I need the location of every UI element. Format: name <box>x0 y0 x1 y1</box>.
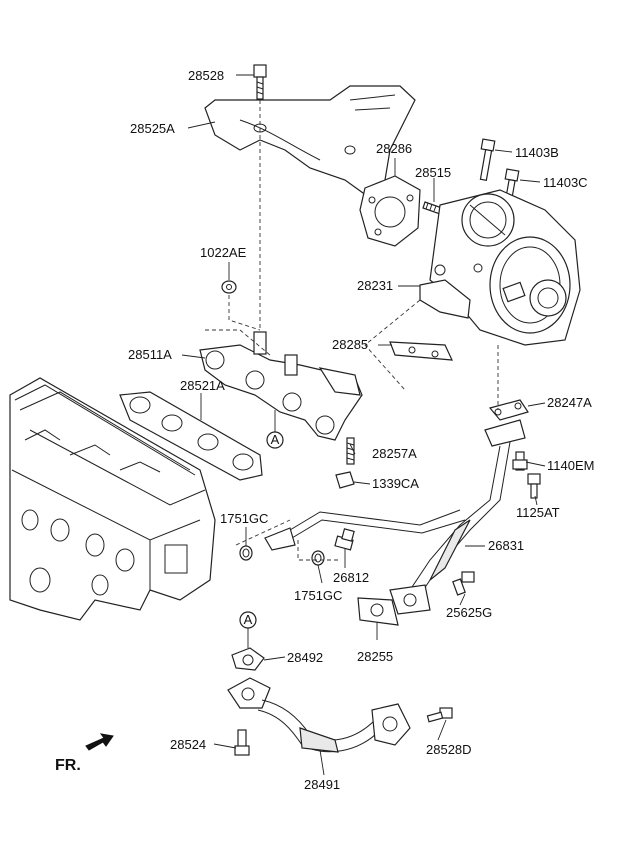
label-1339CA: 1339CA <box>372 476 419 491</box>
turbocharger-28231 <box>419 189 581 346</box>
label-28255: 28255 <box>357 649 393 664</box>
leader-lines <box>181 74 546 776</box>
engine-block <box>9 377 216 621</box>
egr-pipe-28491 <box>227 677 411 753</box>
label-28515: 28515 <box>415 165 451 180</box>
nut-1022AE <box>221 280 237 294</box>
bolt-26812 <box>334 528 355 551</box>
label-11403C: 11403C <box>543 175 588 190</box>
label-28257A: 28257A <box>372 446 417 461</box>
stud-28257A <box>346 437 355 465</box>
ref-callout-a-lower: A <box>239 611 257 629</box>
label-1125AT: 1125AT <box>516 505 560 520</box>
washer-1751GC-b <box>311 550 325 566</box>
assembly-lines <box>205 100 499 561</box>
front-orientation-marker: FR. <box>55 733 114 774</box>
ref-callout-a-lower-text: A <box>244 612 253 627</box>
ref-callout-a-upper: A <box>266 431 284 449</box>
label-28247A: 28247A <box>547 395 592 410</box>
bolt-25625G <box>452 571 475 596</box>
label-1751GC-b: 1751GC <box>294 588 342 603</box>
exhaust-manifold-28511A <box>199 331 363 441</box>
label-28231: 28231 <box>357 278 393 293</box>
label-11403B: 11403B <box>515 145 559 160</box>
bolt-11403B <box>479 138 496 181</box>
gasket-28255 <box>357 584 431 626</box>
front-arrow-icon <box>85 733 114 751</box>
label-26831: 26831 <box>488 538 524 553</box>
label-28525A: 28525A <box>130 121 175 136</box>
label-28491: 28491 <box>304 777 340 792</box>
label-28286: 28286 <box>376 141 412 156</box>
label-28521A: 28521A <box>180 378 225 393</box>
part-labels: 28528 28525A 28286 11403B 28515 11403C 1… <box>128 68 594 792</box>
label-28492: 28492 <box>287 650 323 665</box>
label-28528: 28528 <box>188 68 224 83</box>
bolt-28524 <box>234 729 250 756</box>
ref-callout-a-upper-text: A <box>271 432 280 447</box>
label-1140EM: 1140EM <box>547 458 594 473</box>
label-25625G: 25625G <box>446 605 492 620</box>
gasket-28286 <box>359 175 421 247</box>
bolt-1140EM <box>512 451 528 471</box>
label-1022AE: 1022AE <box>200 245 247 260</box>
washer-1751GC-a <box>239 545 253 561</box>
label-1751GC-a: 1751GC <box>220 511 268 526</box>
bolt-1125AT <box>527 473 541 499</box>
gasket-28247A <box>488 399 529 421</box>
label-28524: 28524 <box>170 737 206 752</box>
bolt-28528 <box>253 64 267 100</box>
label-28528D: 28528D <box>426 742 472 757</box>
gasket-28521A <box>119 391 263 481</box>
bolt-28528D <box>426 707 453 723</box>
gasket-28285 <box>389 341 453 361</box>
front-label: FR. <box>55 757 81 774</box>
label-28511A: 28511A <box>128 347 172 362</box>
gasket-28492 <box>231 647 265 671</box>
nut-1339CA <box>335 471 355 489</box>
label-26812: 26812 <box>333 570 369 585</box>
label-28285: 28285 <box>332 337 368 352</box>
